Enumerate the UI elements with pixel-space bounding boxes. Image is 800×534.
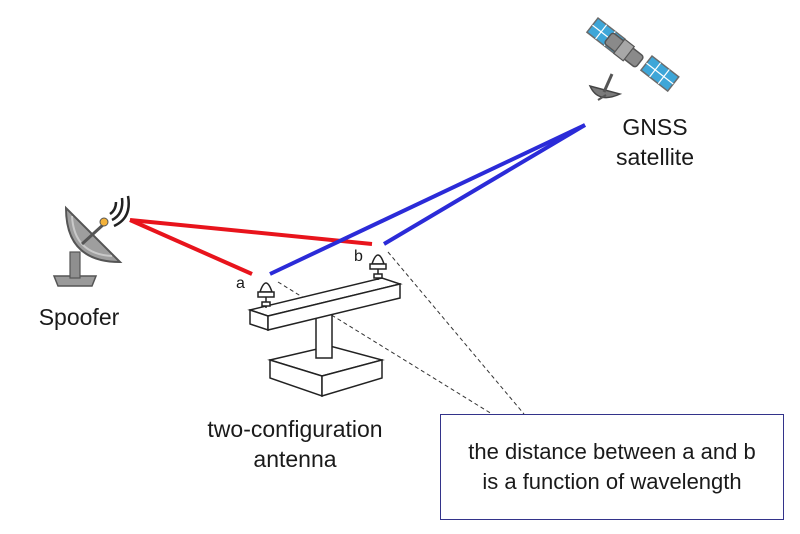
- spoof-signal-to-a: [129, 218, 253, 276]
- spoof-signal-to-b: [129, 218, 373, 246]
- antenna-stand: [247, 277, 403, 398]
- point-b-label: b: [354, 248, 363, 265]
- satellite-label-line-2: satellite: [616, 144, 694, 170]
- note-text: the distance between a and b is a functi…: [468, 437, 755, 497]
- satellite-label: GNSS satellite: [590, 112, 720, 172]
- antenna-label-line-1: two-configuration: [207, 416, 383, 442]
- note-box: the distance between a and b is a functi…: [440, 414, 784, 520]
- antenna-label: two-configuration antenna: [180, 414, 410, 474]
- leader-line-b: [387, 251, 525, 415]
- note-line-1: the distance between a and b: [468, 439, 756, 464]
- point-a-label: a: [236, 275, 245, 292]
- satellite-label-line-1: GNSS: [622, 114, 688, 140]
- satellite-icon: [585, 16, 680, 101]
- antenna-label-line-2: antenna: [253, 446, 337, 472]
- satellite-dish-icon: [52, 195, 130, 287]
- antenna-element-icon: [369, 254, 387, 280]
- gnss-signal-to-b: [382, 123, 587, 246]
- antenna-element-icon: [257, 282, 275, 308]
- note-line-2: is a function of wavelength: [482, 469, 742, 494]
- spoofer-label: Spoofer: [38, 304, 120, 330]
- gnss-signal-to-a: [269, 123, 586, 276]
